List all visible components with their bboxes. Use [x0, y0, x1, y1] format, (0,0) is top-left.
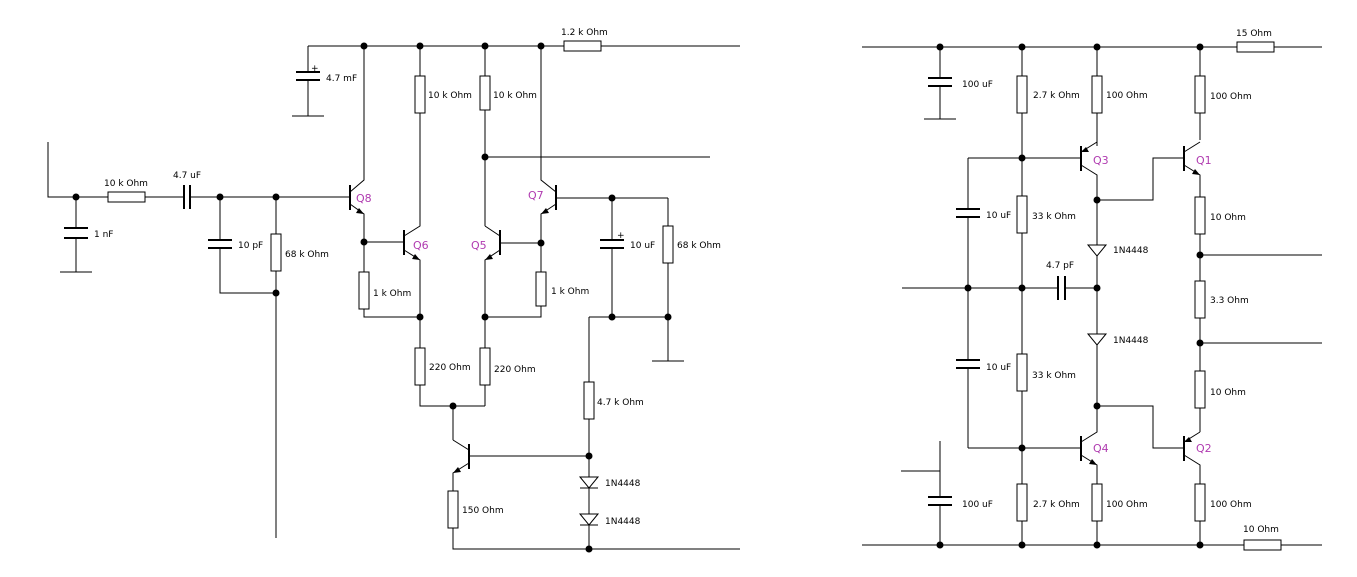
junction-dots-left — [72, 42, 672, 553]
label-c-mid: 4.7 pF — [1046, 261, 1074, 271]
label-r-emit-q5: 1 k Ohm — [551, 287, 589, 297]
junction-dots-right — [936, 43, 1204, 549]
transistor-current-source — [452, 439, 470, 491]
label-r-out-bot: 10 Ohm — [1243, 525, 1279, 535]
label-q4: Q4 — [1093, 442, 1109, 455]
transistor-q1 — [1170, 141, 1201, 197]
resistor-100-q2 — [1194, 483, 1206, 522]
right-output-stage: 15 Ohm 100 uF 2.7 k Ohm 100 Ohm 100 Ohm … — [862, 29, 1322, 551]
transistor-q4 — [1080, 406, 1098, 484]
label-r-load-q5: 10 k Ohm — [493, 91, 537, 101]
label-r-out-top: 15 Ohm — [1236, 29, 1272, 39]
label-c-couple: 4.7 uF — [173, 171, 201, 181]
label-r-q2-emit: 10 Ohm — [1210, 388, 1246, 398]
transistor-q5 — [484, 225, 501, 348]
transistor-q7 — [540, 46, 557, 272]
label-c-left-bot: 10 uF — [986, 363, 1011, 373]
label-plus-fb: + — [617, 231, 625, 241]
resistor-10-bottom — [1243, 539, 1282, 551]
resistor-10k-q5-load — [479, 75, 491, 111]
label-r-q1-col: 100 Ohm — [1210, 92, 1252, 102]
label-c-filter: 10 pF — [238, 241, 263, 251]
label-q5: Q5 — [471, 239, 487, 252]
label-d-lower: 1N4448 — [605, 517, 641, 527]
label-r-div-top: 2.7 k Ohm — [1033, 91, 1080, 101]
label-c-supply: 4.7 mF — [326, 74, 357, 84]
resistor-10-q1-emitter — [1194, 196, 1206, 235]
transistor-q6 — [403, 113, 421, 348]
label-q1: Q1 — [1196, 154, 1212, 167]
label-r-emit-q6: 1 k Ohm — [373, 289, 411, 299]
resistor-4-7k — [583, 381, 595, 420]
label-r-mid-right: 3.3 Ohm — [1210, 296, 1249, 306]
label-q6: Q6 — [413, 239, 429, 252]
label-q3: Q3 — [1093, 154, 1109, 167]
resistor-10-q2-emitter — [1194, 370, 1206, 409]
left-amplifier-stage: 10 k Ohm 4.7 uF 1 nF 10 pF 68 k Ohm + 4.… — [47, 28, 740, 553]
label-r-fb: 68 k Ohm — [677, 241, 721, 251]
resistor-100-q3 — [1091, 75, 1103, 114]
resistor-150 — [447, 490, 459, 529]
resistor-220-tail-left — [414, 347, 426, 386]
resistor-68k-bias — [270, 233, 282, 272]
label-r-bias-bot: 33 k Ohm — [1032, 371, 1076, 381]
diode-1n4448-lower-right — [1086, 333, 1108, 346]
label-plus-supply: + — [311, 64, 319, 74]
label-d-upper-right: 1N4448 — [1113, 246, 1149, 256]
label-r-bias-top: 33 k Ohm — [1032, 212, 1076, 222]
transistor-q3 — [1080, 141, 1098, 200]
label-r-load-q6: 10 k Ohm — [428, 91, 472, 101]
label-c-left-top: 10 uF — [986, 211, 1011, 221]
resistor-220-tail-right — [479, 347, 491, 386]
transistor-q2 — [1170, 431, 1201, 484]
resistor-1k-q5-emitter — [535, 271, 547, 307]
label-r-tail-left: 220 Ohm — [429, 363, 471, 373]
transistor-q8 — [349, 46, 365, 242]
resistor-15-top — [1236, 41, 1275, 53]
resistor-100-q4 — [1091, 483, 1103, 522]
resistor-2-7k-top — [1016, 75, 1028, 114]
label-r-src: 150 Ohm — [462, 506, 504, 516]
label-r-top: 1.2 k Ohm — [561, 28, 608, 38]
label-q2: Q2 — [1196, 442, 1212, 455]
diode-1n4448-upper-right — [1086, 244, 1108, 257]
label-r-bias: 68 k Ohm — [285, 250, 329, 260]
label-d-lower-right: 1N4448 — [1113, 336, 1149, 346]
label-c-fb: 10 uF — [630, 241, 655, 251]
label-c-in: 1 nF — [94, 230, 113, 240]
label-c-bot: 100 uF — [962, 500, 993, 510]
resistor-2-7k-bottom — [1016, 483, 1028, 522]
resistor-1k-q6-emitter — [358, 271, 370, 310]
label-r-tail-right: 220 Ohm — [494, 365, 536, 375]
resistor-10k-q6-load — [414, 75, 426, 114]
label-r-q3-col: 100 Ohm — [1106, 91, 1148, 101]
label-d-upper: 1N4448 — [605, 479, 641, 489]
resistor-10k-input — [107, 191, 146, 203]
label-r-q2-col: 100 Ohm — [1210, 500, 1252, 510]
resistor-1-2k-top — [563, 40, 602, 52]
resistor-100-q1 — [1194, 75, 1206, 114]
label-r-div-bot: 2.7 k Ohm — [1033, 500, 1080, 510]
label-r-q4-col: 100 Ohm — [1106, 500, 1148, 510]
label-r-q1-emit: 10 Ohm — [1210, 213, 1246, 223]
label-c-top: 100 uF — [962, 80, 993, 90]
label-q7: Q7 — [528, 189, 544, 202]
label-r-in: 10 k Ohm — [104, 179, 148, 189]
resistor-68k-feedback — [662, 225, 674, 264]
label-r-mid: 4.7 k Ohm — [597, 398, 644, 408]
resistor-3-3 — [1194, 280, 1206, 319]
resistor-33k-top — [1016, 195, 1028, 234]
diode-1n4448-lower — [578, 513, 600, 526]
diode-1n4448-upper — [578, 476, 600, 489]
label-q8: Q8 — [356, 192, 372, 205]
resistor-33k-bottom — [1016, 353, 1028, 392]
